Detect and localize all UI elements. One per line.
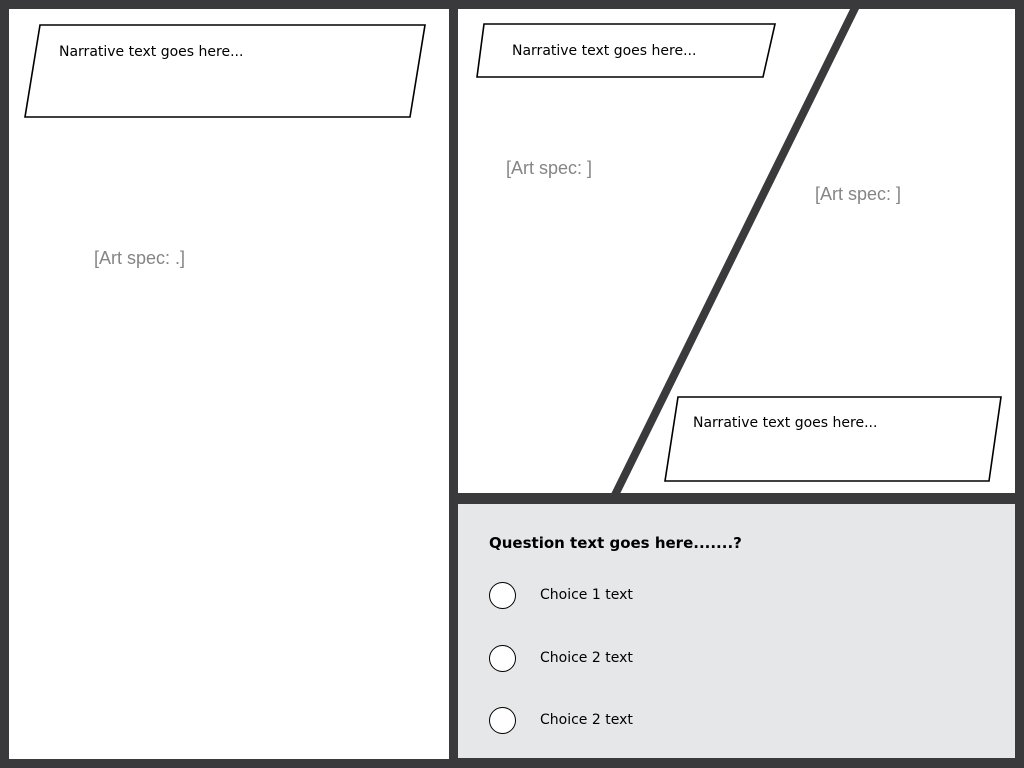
choice-2[interactable]: Choice 2 text	[489, 643, 633, 673]
choice-2-label: Choice 2 text	[540, 650, 633, 666]
caption-box-top	[476, 23, 777, 78]
panel-top-right-shapes	[476, 9, 1002, 493]
radio-button-3[interactable]	[489, 706, 516, 734]
choice-3-label: Choice 2 text	[540, 712, 633, 728]
choice-3[interactable]: Choice 2 text	[489, 705, 633, 735]
panel-top-right: Narrative text goes here... [Art spec: ]…	[458, 9, 1015, 493]
question-text: Question text goes here.......?	[489, 534, 742, 552]
narrative-caption-top: Narrative text goes here...	[512, 43, 697, 59]
narrative-caption-left: Narrative text goes here...	[59, 44, 244, 60]
radio-button-2[interactable]	[489, 644, 516, 672]
art-spec-right: [Art spec: ]	[815, 184, 902, 204]
art-spec-left: [Art spec: .]	[94, 248, 186, 268]
narrative-caption-bottom: Narrative text goes here...	[693, 415, 878, 431]
panel-divider-diagonal	[611, 9, 859, 493]
art-spec-middle: [Art spec: ]	[506, 158, 593, 178]
caption-box-bottom	[664, 396, 1002, 482]
choice-1-label: Choice 1 text	[540, 587, 633, 603]
caption-box-left	[24, 24, 426, 118]
choice-1[interactable]: Choice 1 text	[489, 580, 633, 610]
panel-left: Narrative text goes here... [Art spec: .…	[9, 9, 449, 759]
radio-button-1[interactable]	[489, 581, 516, 609]
question-panel: Question text goes here.......? Choice 1…	[458, 504, 1015, 758]
